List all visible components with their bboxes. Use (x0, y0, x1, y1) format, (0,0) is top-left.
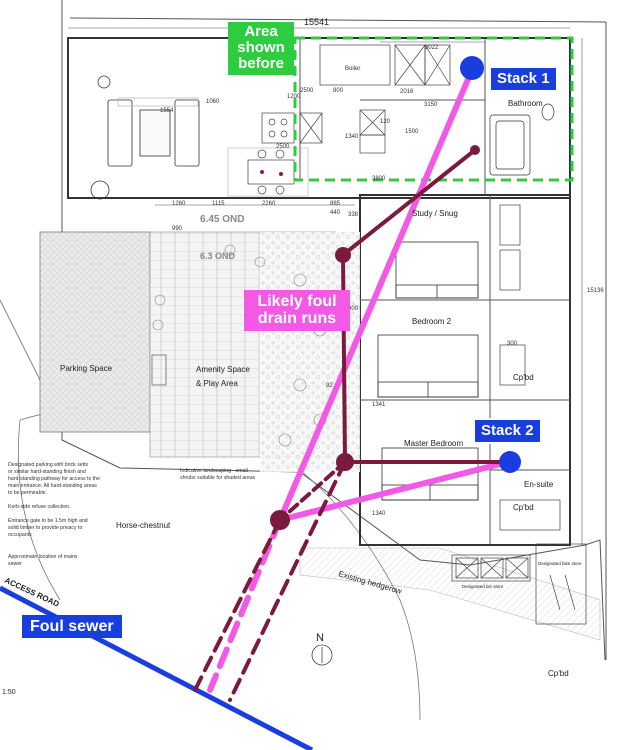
svg-text:Indicative landscaping - small: Indicative landscaping - small (180, 468, 248, 474)
svg-text:1340: 1340 (345, 134, 359, 140)
bike-store-label: Designated bike store (538, 561, 582, 566)
svg-text:2500: 2500 (276, 144, 290, 150)
bike-store (535, 543, 587, 625)
svg-text:15136: 15136 (587, 288, 604, 294)
svg-text:hard-standing pathway for acce: hard-standing pathway for access to the (8, 476, 100, 482)
likely-foul-drain-runs-callout: Likely foul drain runs (244, 290, 350, 331)
room-label-en-suite: En-suite (524, 480, 554, 489)
svg-text:Entrance gate to be 1.5m high: Entrance gate to be 1.5m high and (8, 518, 88, 524)
svg-text:1115: 1115 (212, 201, 225, 207)
stack-2-marker (499, 451, 521, 473)
svg-text:shrubs suitable for shaded are: shrubs suitable for shaded areas (180, 475, 256, 481)
amenity-space-label-1: Amenity Space (196, 365, 250, 374)
foul-sewer-callout: Foul sewer (22, 615, 122, 639)
room-label-study: Study / Snug (412, 209, 458, 218)
svg-text:92: 92 (326, 383, 333, 389)
room-label-cpbd-2: Cp'bd (513, 503, 534, 512)
svg-text:solid timber to provide privac: solid timber to provide privacy to (8, 525, 83, 531)
room-label-cpbd-1: Cp'bd (513, 373, 534, 382)
horse-chestnut-label: Horse-chestnut (116, 521, 171, 530)
svg-text:1260: 1260 (172, 201, 186, 207)
svg-text:15541: 15541 (304, 17, 329, 27)
bin-store-label: Designated bin store (462, 584, 504, 589)
svg-text:3022: 3022 (425, 45, 439, 51)
manholes (270, 145, 480, 530)
svg-text:1341: 1341 (372, 402, 386, 408)
gate-note: Entrance gate to be 1.5m high and solid … (8, 518, 88, 538)
sewer-note: Approximate location of mains sewer (8, 554, 78, 567)
wardrobes (499, 204, 561, 531)
svg-text:2500: 2500 (300, 88, 314, 94)
svg-text:1340: 1340 (372, 511, 386, 517)
north-arrow (311, 644, 333, 666)
svg-text:990: 990 (172, 226, 183, 232)
svg-text:or similar hard-standing finis: or similar hard-standing finish and (8, 469, 86, 475)
room-label-bedroom-2: Bedroom 2 (412, 317, 452, 326)
room-label-bathroom: Bathroom (508, 99, 543, 108)
dimension-texts: 15541 15136 3022 2016 3150 1500 1340 120… (160, 17, 604, 517)
svg-text:1200: 1200 (287, 94, 301, 100)
stack-1-callout: Stack 1 (489, 66, 558, 93)
level-label-6-45: 6.45 OND (200, 214, 244, 225)
svg-text:885: 885 (330, 201, 341, 207)
room-label-cpbd-3: Cp'bd (548, 669, 569, 678)
bed-bedroom-2 (377, 334, 479, 398)
refuse-note: Kerb-side refuse collection. (8, 504, 71, 510)
svg-text:300: 300 (507, 341, 518, 347)
svg-text:2260: 2260 (262, 201, 276, 207)
pink-drain-runs (207, 67, 511, 693)
svg-text:120: 120 (380, 119, 391, 125)
kitchen-units (261, 44, 451, 154)
stack-2-callout: Stack 2 (473, 418, 542, 445)
parking-space-label: Parking Space (60, 364, 113, 373)
scale-label: 1:50 (2, 689, 16, 696)
level-label-6-3: 6.3 OND (200, 251, 236, 261)
bed-study (395, 241, 479, 299)
svg-text:sewer: sewer (8, 561, 22, 567)
svg-text:Designated parking with brick: Designated parking with brick setts (8, 462, 89, 468)
svg-text:1500: 1500 (405, 129, 419, 135)
svg-text:occupants: occupants (8, 532, 32, 538)
svg-text:3150: 3150 (424, 102, 438, 108)
area-shown-before-callout: Area shown before (228, 22, 294, 75)
svg-text:800: 800 (333, 88, 344, 94)
svg-text:900: 900 (348, 306, 359, 312)
existing-hedgerow-strip (299, 547, 601, 641)
svg-text:440: 440 (330, 210, 341, 216)
svg-text:to be permeable.: to be permeable. (8, 490, 47, 496)
svg-text:Approximate location of mains: Approximate location of mains (8, 554, 78, 560)
svg-text:338: 338 (348, 212, 359, 218)
room-label-boiler: Boiler (345, 66, 360, 72)
stack-1-marker (460, 56, 484, 80)
amenity-space-label-2: & Play Area (196, 379, 238, 388)
svg-text:2016: 2016 (400, 89, 414, 95)
north-label: N (316, 632, 324, 644)
living-furniture (90, 75, 200, 200)
svg-text:main entrance. All hard-standi: main entrance. All hard-standing areas (8, 483, 97, 489)
bin-store (451, 554, 531, 582)
maroon-drain-runs (193, 148, 507, 702)
room-label-master-bedroom: Master Bedroom (404, 439, 463, 448)
svg-text:3800: 3800 (372, 176, 386, 182)
landscaping-note: Indicative landscaping - small shrubs su… (180, 468, 256, 481)
parking-area (39, 231, 151, 433)
svg-text:1060: 1060 (206, 99, 220, 105)
svg-text:1554: 1554 (160, 108, 174, 114)
dimension-lines (68, 27, 583, 545)
parking-note: Designated parking with brick setts or s… (8, 462, 100, 496)
